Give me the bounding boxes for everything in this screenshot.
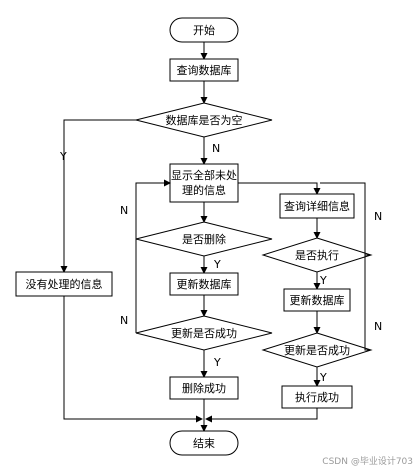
update-db-left-label: 更新数据库 <box>177 277 232 291</box>
no-info-box: 没有处理的信息 <box>15 271 113 297</box>
y-label: Y <box>59 150 67 163</box>
is-delete-decision: 是否删除 <box>135 221 273 257</box>
watermark: CSDN @毕业设计703 <box>322 457 413 467</box>
n-label: N <box>120 314 128 327</box>
y-label: Y <box>319 274 327 287</box>
show-unprocessed-box: 显示全部未处 理的信息 <box>169 163 239 203</box>
y-label: Y <box>213 356 221 369</box>
is-execute-decision: 是否执行 <box>261 237 373 273</box>
n-label: N <box>212 142 220 155</box>
end-terminal: 结束 <box>169 430 239 456</box>
connector <box>364 255 371 351</box>
delete-success-box: 删除成功 <box>169 376 239 400</box>
is-delete-label: 是否删除 <box>182 232 226 246</box>
start-label: 开始 <box>193 23 215 37</box>
connector <box>238 182 321 195</box>
start-terminal: 开始 <box>169 17 239 43</box>
db-empty-label: 数据库是否为空 <box>166 113 243 127</box>
db-empty-decision: 数据库是否为空 <box>135 102 273 138</box>
y-label: Y <box>213 258 221 271</box>
connector <box>63 296 203 423</box>
update-ok-right-label: 更新是否成功 <box>284 343 350 357</box>
query-database-box: 查询数据库 <box>169 58 239 82</box>
update-db-left-box: 更新数据库 <box>169 272 239 296</box>
exec-success-box: 执行成功 <box>281 385 353 409</box>
query-detail-box: 查询详细信息 <box>279 193 355 219</box>
update-db-right-label: 更新数据库 <box>290 293 345 307</box>
show-unprocessed-label-2: 理的信息 <box>182 183 226 197</box>
n-label: N <box>374 320 382 333</box>
update-db-right-box: 更新数据库 <box>283 288 351 312</box>
end-label: 结束 <box>193 437 215 450</box>
exec-success-label: 执行成功 <box>295 390 339 404</box>
delete-success-label: 删除成功 <box>182 381 226 395</box>
query-database-label: 查询数据库 <box>177 63 232 77</box>
update-ok-left-label: 更新是否成功 <box>171 326 237 340</box>
connector <box>205 408 318 423</box>
update-ok-left-decision: 更新是否成功 <box>135 315 273 351</box>
show-unprocessed-label-1: 显示全部未处 <box>171 168 237 182</box>
query-detail-label: 查询详细信息 <box>284 199 350 213</box>
is-execute-label: 是否执行 <box>295 248 339 262</box>
connector <box>135 179 171 239</box>
connector <box>320 182 371 256</box>
y-label: Y <box>319 371 327 384</box>
n-label: N <box>120 204 128 217</box>
n-label: N <box>374 210 382 223</box>
update-ok-right-decision: 更新是否成功 <box>261 332 373 368</box>
no-info-label: 没有处理的信息 <box>26 277 103 291</box>
connector <box>60 119 136 273</box>
